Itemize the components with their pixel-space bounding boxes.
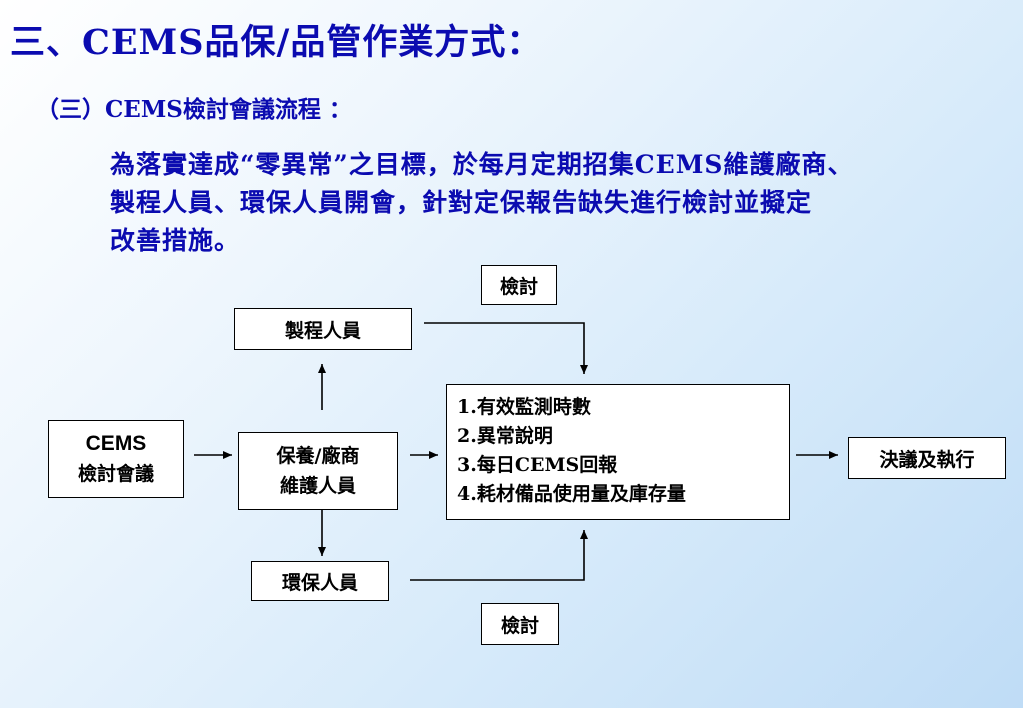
description-paragraph: 為落實達成“零異常”之目標，於每月定期招集CEMS維護廠商、 製程人員、環保人員… [110, 146, 990, 260]
review-top-box: 檢討 [481, 265, 557, 305]
review-top-label: 檢討 [499, 275, 538, 298]
agenda-item: 1.有效監測時數 [457, 396, 591, 418]
maintenance-staff-box: 保養/廠商 維護人員 [238, 432, 398, 510]
review-bottom-box: 檢討 [481, 603, 559, 645]
paragraph-line: 製程人員、環保人員開會，針對定保報告缺失進行檢討並擬定 [110, 188, 813, 217]
agenda-item: 2.異常說明 [457, 425, 553, 447]
cems-meeting-label: CEMS [85, 432, 147, 455]
agenda-item: 3.每日CEMS回報 [457, 454, 618, 476]
process-staff-box: 製程人員 [234, 308, 412, 350]
arrow-env-to-agenda [410, 530, 588, 581]
process-staff-label: 製程人員 [284, 319, 361, 342]
arrow-process-to-agenda [424, 322, 588, 374]
page-title: 三、CEMS品保/品管作業方式： [10, 22, 543, 63]
cems-meeting-box: CEMS 檢討會議 [48, 420, 184, 498]
section-subtitle: （三）CEMS檢討會議流程 ： [36, 96, 352, 123]
cems-meeting-sublabel: 檢討會議 [77, 463, 154, 485]
env-staff-label: 環保人員 [281, 571, 358, 594]
decision-label: 決議及執行 [879, 448, 975, 471]
env-staff-box: 環保人員 [251, 561, 389, 601]
agenda-box: 1.有效監測時數 2.異常說明 3.每日CEMS回報 4.耗材備品使用量及庫存量 [446, 384, 790, 520]
decision-box: 決議及執行 [848, 437, 1006, 479]
maintenance-sublabel: 維護人員 [279, 475, 356, 497]
agenda-item: 4.耗材備品使用量及庫存量 [457, 483, 686, 505]
maintenance-label: 保養/廠商 [276, 445, 360, 467]
paragraph-line: 改善措施。 [110, 226, 241, 255]
paragraph-line: 為落實達成“零異常”之目標，於每月定期招集CEMS維護廠商、 [110, 150, 854, 179]
review-bottom-label: 檢討 [500, 614, 539, 637]
